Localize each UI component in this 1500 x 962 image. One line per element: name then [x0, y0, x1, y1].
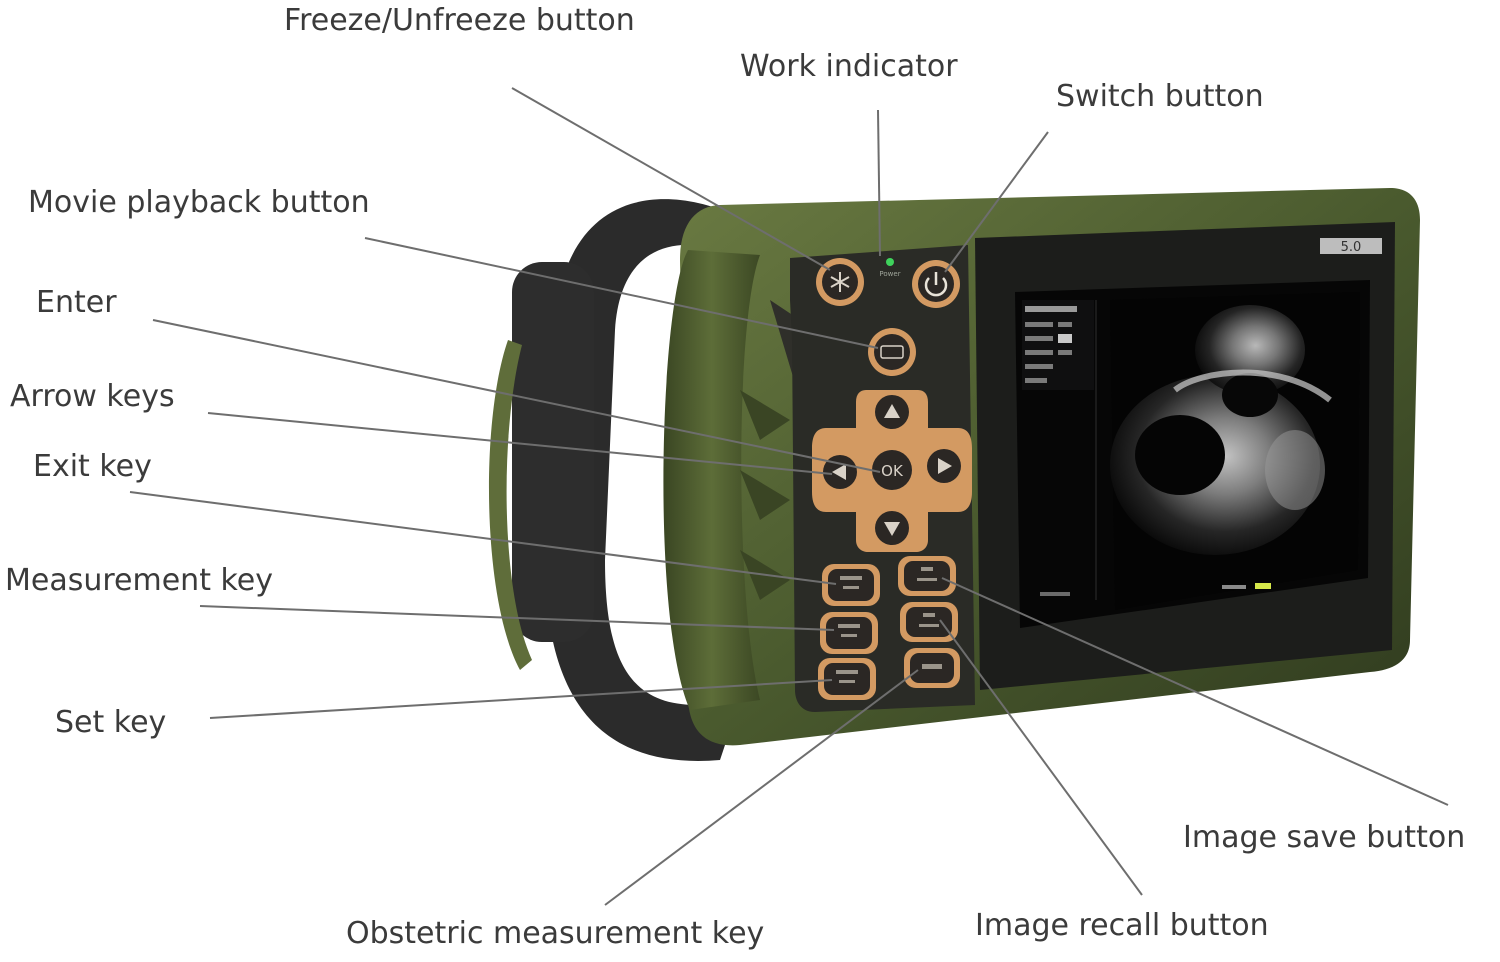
power-icon: [924, 272, 948, 297]
label-movie-playback: Movie playback button: [28, 185, 370, 220]
screen-info-column: [1022, 300, 1097, 600]
label-image-recall: Image recall button: [975, 908, 1269, 943]
leader-enter: [152, 319, 881, 473]
label-set-key: Set key: [55, 705, 166, 740]
label-arrow-keys: Arrow keys: [10, 379, 175, 414]
ok-key-text: OK: [881, 462, 904, 480]
ultrasound-image: [1040, 292, 1360, 610]
film-icon: [880, 345, 904, 359]
label-enter: Enter: [36, 285, 117, 320]
grip-ridge: [740, 470, 790, 520]
label-switch-button: Switch button: [1056, 79, 1264, 114]
leader-work-indicator: [877, 109, 881, 257]
leader-exit: [129, 491, 837, 585]
measurement-key[interactable]: [820, 612, 878, 654]
label-freeze-button: Freeze/Unfreeze button: [284, 3, 635, 38]
leader-save: [941, 577, 1449, 806]
work-indicator-led: [886, 258, 894, 266]
obstetric-measurement-key[interactable]: [904, 648, 960, 688]
label-work-indicator: Work indicator: [740, 49, 958, 84]
switch-button[interactable]: [912, 260, 960, 308]
image-recall-button[interactable]: [900, 602, 958, 642]
label-image-save: Image save button: [1183, 820, 1465, 855]
callout-labels: Freeze/Unfreeze button Work indicator Sw…: [5, 3, 1465, 951]
ok-key[interactable]: [872, 450, 912, 490]
model-badge-text: 5.0: [1341, 240, 1362, 255]
power-text: Power: [879, 270, 900, 278]
leader-lines: [129, 87, 1449, 906]
triangle-right-icon: [938, 458, 952, 474]
label-exit-key: Exit key: [33, 449, 152, 484]
grip-side: [663, 250, 760, 710]
label-measurement-key: Measurement key: [5, 563, 273, 598]
leader-movie: [364, 237, 879, 349]
strap-pad: [512, 262, 594, 642]
ultrasound-device: 5.0: [488, 188, 1420, 761]
leader-arrow: [207, 412, 833, 475]
triangle-down-icon: [884, 522, 900, 536]
movie-playback-button[interactable]: [868, 328, 916, 376]
snowflake-icon: [830, 272, 850, 292]
leader-obstetric: [604, 669, 919, 906]
label-obstetric-key: Obstetric measurement key: [346, 916, 764, 951]
leader-set: [209, 679, 833, 719]
set-key[interactable]: [818, 658, 876, 700]
triangle-left-icon: [832, 464, 846, 480]
model-badge: [1320, 238, 1382, 254]
arrow-keypad[interactable]: OK: [812, 390, 972, 552]
leader-freeze: [511, 87, 831, 271]
image-save-button[interactable]: [898, 556, 956, 596]
grip-ridge: [740, 390, 790, 440]
leader-recall: [939, 619, 1143, 896]
leader-measurement: [199, 605, 835, 631]
leader-switch: [944, 131, 1049, 273]
exit-key[interactable]: [822, 564, 880, 606]
strap-rail: [488, 340, 532, 670]
triangle-up-icon: [884, 404, 900, 418]
